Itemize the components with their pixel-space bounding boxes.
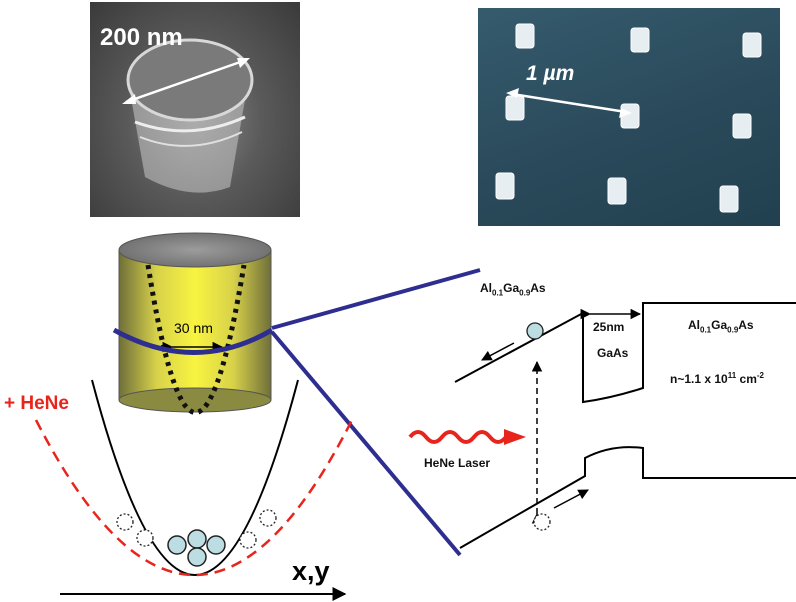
sem-pillar-array-image: 1 µm	[478, 8, 780, 226]
zoom-line-bottom	[270, 330, 462, 557]
sem-single-pillar-image: 200 nm	[90, 2, 300, 217]
laser-label: HeNe Laser	[424, 456, 491, 470]
electron-drift-arrow	[481, 342, 515, 361]
hole-drift-arrow	[553, 489, 589, 509]
potential-solid-parabola	[91, 379, 299, 576]
electron	[526, 322, 544, 340]
hole	[533, 513, 551, 531]
well-material-label: GaAs	[597, 346, 629, 360]
density-label: n~1.1 x 1011 cm-2	[670, 371, 764, 386]
left-material-label: Al0.1Ga0.9As	[480, 281, 546, 298]
laser-wave	[408, 430, 508, 444]
well-width-label: 25nm	[593, 320, 625, 334]
scale-label-200nm: 200 nm	[100, 24, 183, 51]
conduction-band	[454, 302, 796, 404]
particles	[116, 509, 277, 567]
hene-shift-label: + HeNe	[4, 393, 69, 414]
pillar-array-svg	[495, 23, 762, 213]
cross-section-band	[112, 327, 274, 355]
nano-pillar-cylinder	[118, 232, 272, 413]
valence-band	[459, 446, 796, 549]
dot-width-label: 30 nm	[174, 320, 213, 336]
scale-label-1um: 1 µm	[526, 62, 575, 85]
zoom-line-top	[271, 268, 481, 330]
laser-arrowhead	[504, 429, 526, 445]
single-pillar-svg	[122, 38, 254, 193]
right-material-label: Al0.1Ga0.9As	[688, 318, 754, 335]
xy-axis-label: x,y	[292, 556, 330, 586]
